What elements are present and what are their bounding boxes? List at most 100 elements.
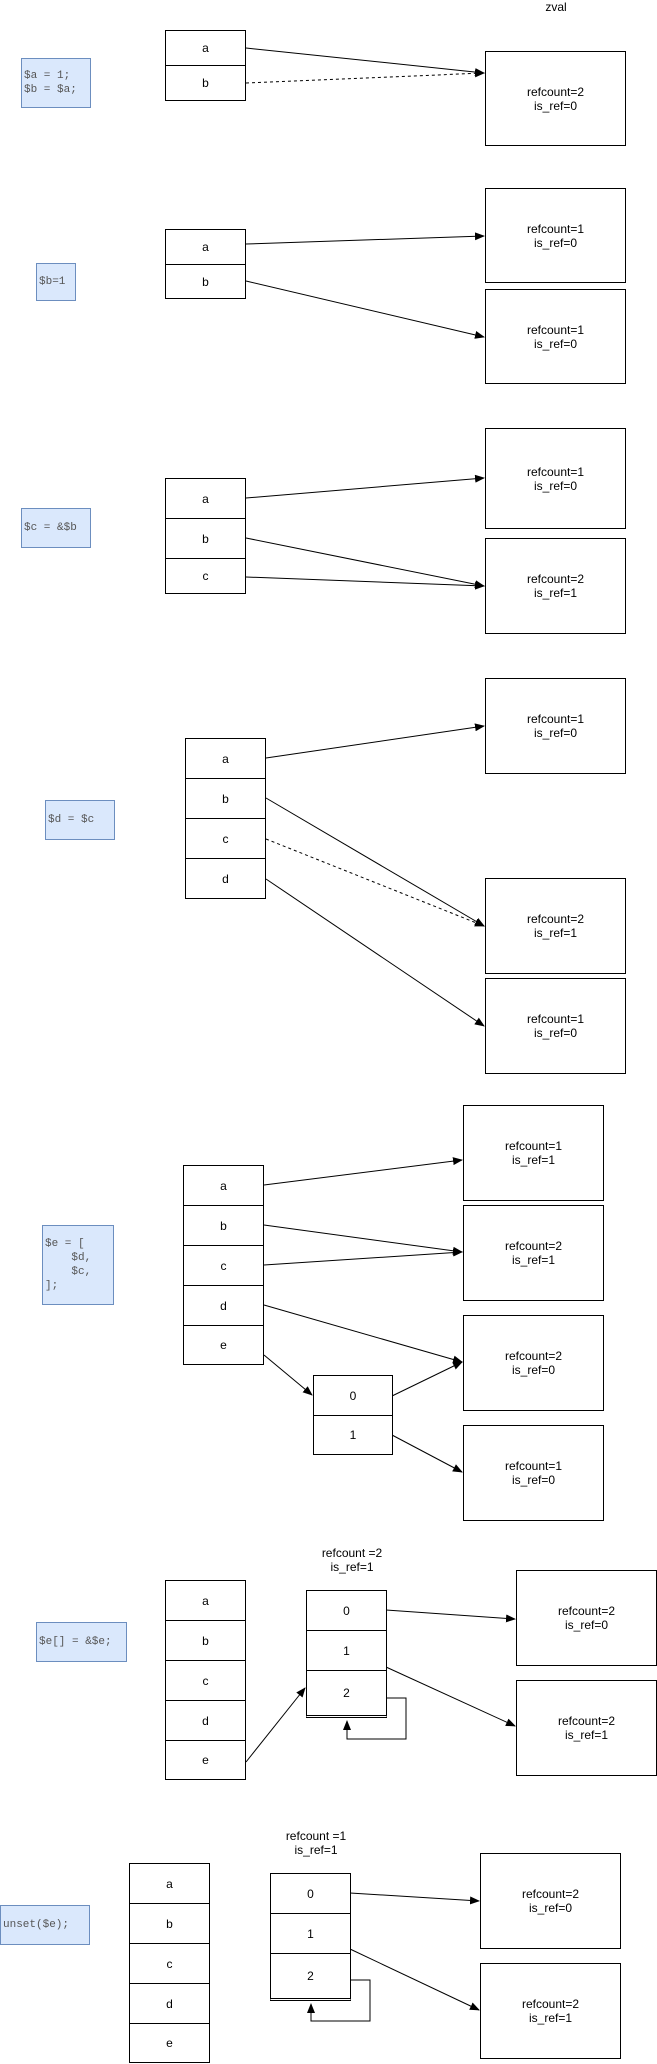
zval-column-header: zval	[545, 0, 567, 14]
array-is-ref: is_ref=1	[294, 1843, 338, 1857]
var-cell-a: a	[185, 738, 266, 779]
var-cell-d: d	[183, 1285, 264, 1326]
arrow-c-to-zval	[245, 576, 485, 590]
zval-refcount: refcount=1	[504, 1139, 563, 1153]
array-cell-1: 1	[313, 1415, 393, 1455]
array-cell-0: 0	[270, 1873, 351, 1914]
zval-is-ref: is_ref=1	[511, 1153, 556, 1167]
array-cell-1: 1	[270, 1913, 351, 1954]
zval-is-ref: is_ref=0	[511, 1363, 556, 1377]
zval-box: refcount=2 is_ref=1	[485, 878, 626, 974]
arrow-b-to-zval	[245, 69, 485, 84]
var-cell-b: b	[165, 65, 246, 101]
arrow-elem0-to-zval	[349, 1892, 480, 1905]
var-cell-c: c	[165, 558, 246, 594]
zval-refcount: refcount=2	[504, 1349, 563, 1363]
self-reference-loop	[343, 1697, 407, 1740]
zval-is-ref: is_ref=1	[511, 1253, 556, 1267]
code-snippet: $c = &$b	[21, 508, 91, 548]
zval-box: refcount=1 is_ref=0	[485, 978, 626, 1074]
var-cell-a: a	[165, 1580, 246, 1621]
zval-box: refcount=2 is_ref=1	[480, 1963, 621, 2059]
var-cell-c: c	[185, 818, 266, 859]
var-cell-d: d	[129, 1983, 210, 2024]
zval-is-ref: is_ref=0	[533, 1026, 578, 1040]
arrow-elem1-to-zval	[385, 1666, 516, 1727]
zval-is-ref: is_ref=1	[533, 586, 578, 600]
zval-box: refcount=2 is_ref=1	[485, 538, 626, 634]
zval-is-ref: is_ref=1	[528, 2011, 573, 2025]
zval-box: refcount=2 is_ref=0	[463, 1315, 604, 1411]
code-snippet: $a = 1; $b = $a;	[21, 58, 91, 108]
zval-box: refcount=1 is_ref=0	[485, 428, 626, 529]
zval-refcount: refcount=2	[526, 84, 585, 99]
array-is-ref: is_ref=1	[330, 1560, 374, 1574]
arrow-d-to-zval	[265, 878, 485, 1027]
self-reference-loop	[307, 1979, 371, 2022]
var-cell-b: b	[185, 778, 266, 819]
var-cell-b: b	[165, 264, 246, 299]
zval-is-ref: is_ref=0	[511, 1473, 556, 1487]
zval-refcount: refcount=2	[557, 1714, 616, 1728]
var-cell-b: b	[129, 1903, 210, 1944]
var-cell-e: e	[129, 2023, 210, 2063]
arrow-elem1-to-zval	[391, 1434, 463, 1473]
zval-is-ref: is_ref=0	[533, 336, 578, 351]
arrow-a-to-zval	[265, 723, 485, 759]
code-snippet: unset($e);	[0, 1905, 90, 1945]
arrow-b-to-zval	[245, 280, 485, 339]
arrow-b-to-zval	[265, 797, 485, 927]
zval-is-ref: is_ref=0	[533, 98, 578, 113]
array-cell-0: 0	[313, 1375, 393, 1416]
arrow-elem1-to-zval	[349, 1948, 480, 2011]
zval-box: refcount=1 is_ref=1	[463, 1105, 604, 1201]
var-cell-d: d	[165, 1700, 246, 1741]
zval-is-ref: is_ref=1	[533, 926, 578, 940]
zval-is-ref: is_ref=0	[533, 235, 578, 250]
arrow-e-to-array	[263, 1354, 313, 1396]
zval-box: refcount=1 is_ref=0	[485, 188, 626, 283]
arrow-elem0-to-zval	[391, 1361, 463, 1397]
zval-box: refcount=1 is_ref=0	[485, 289, 626, 384]
zval-refcount: refcount=2	[521, 1997, 580, 2011]
arrow-elem0-to-zval	[385, 1609, 516, 1623]
var-cell-b: b	[165, 1620, 246, 1661]
arrow-a-to-zval	[245, 232, 485, 245]
array-cell-2: 2	[270, 1953, 351, 2001]
zval-is-ref: is_ref=0	[564, 1618, 609, 1632]
array-refcount: refcount =2	[321, 1546, 383, 1560]
arrow-b-to-zval	[263, 1224, 463, 1255]
arrow-a-to-zval	[245, 474, 485, 499]
arrow-b-to-zval	[245, 537, 485, 589]
arrow-d-to-zval	[263, 1304, 463, 1364]
code-snippet: $d = $c	[45, 800, 115, 840]
zval-box: refcount=2 is_ref=1	[463, 1205, 604, 1301]
var-cell-c: c	[183, 1245, 264, 1286]
zval-box: refcount=1 is_ref=0	[485, 678, 626, 774]
zval-box: refcount=2 is_ref=1	[516, 1680, 657, 1776]
var-cell-a: a	[165, 30, 246, 66]
zval-refcount: refcount=1	[526, 464, 585, 479]
code-snippet: $b=1	[36, 263, 76, 301]
array-cell-0: 0	[306, 1590, 387, 1631]
zval-refcount: refcount=2	[504, 1239, 563, 1253]
code-snippet: $e[] = &$e;	[36, 1622, 127, 1662]
arrow-c-to-zval	[265, 838, 485, 927]
code-snippet: $e = [ $d, $c, ];	[42, 1225, 114, 1305]
zval-is-ref: is_ref=0	[533, 726, 578, 740]
arrow-e-to-array	[245, 1687, 306, 1763]
zval-refcount: refcount=1	[504, 1459, 563, 1473]
zval-box: refcount=1 is_ref=0	[463, 1425, 604, 1521]
var-cell-a: a	[165, 229, 246, 265]
var-cell-b: b	[183, 1205, 264, 1246]
zval-box: refcount=2 is_ref=0	[485, 51, 626, 146]
arrow-a-to-zval	[263, 1157, 463, 1186]
array-refcount: refcount =1	[285, 1829, 347, 1843]
zval-is-ref: is_ref=0	[528, 1901, 573, 1915]
zval-refcount: refcount=2	[557, 1604, 616, 1618]
var-cell-a: a	[183, 1165, 264, 1206]
zval-refcount: refcount=2	[521, 1887, 580, 1901]
arrow-a-to-zval	[245, 47, 485, 77]
